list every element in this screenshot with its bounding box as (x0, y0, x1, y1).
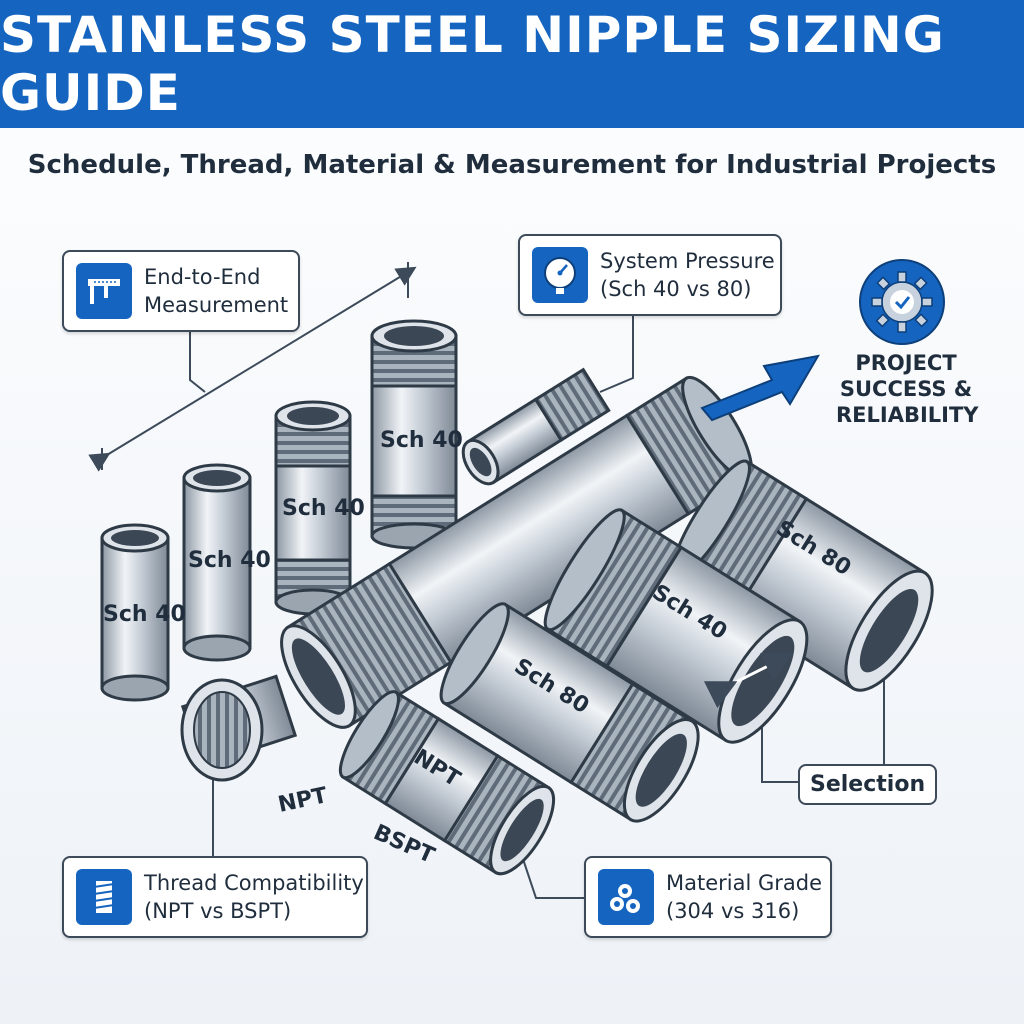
project-success-label: PROJECT SUCCESS & RELIABILITY (836, 350, 979, 428)
pipe-label: Sch 40 (282, 496, 365, 521)
pipe-sch40-second (182, 463, 252, 662)
inner-diameter-arrow (703, 653, 794, 709)
caliper-icon (76, 263, 132, 319)
callout-material-line1: Material Grade (666, 871, 823, 895)
success-arrow (700, 354, 820, 422)
page-subtitle: Schedule, Thread, Material & Measurement… (27, 150, 997, 180)
gear-check-icon (858, 258, 946, 346)
callout-material: Material Grade (304 vs 316) (584, 856, 832, 938)
project-line3: RELIABILITY (836, 403, 979, 427)
pipe-sch40-left (100, 523, 170, 702)
pipes-icon (598, 869, 654, 925)
pipe-coupling (180, 674, 298, 782)
project-line2: SUCCESS & (839, 377, 973, 401)
pipe-long-diagonal (280, 375, 753, 729)
callout-measurement: End-to-End Measurement (62, 250, 300, 332)
pipe-sch40-threaded-tall (370, 319, 458, 550)
measurement-dimension-line (88, 262, 417, 472)
pipe-label: Sch 40 (380, 428, 463, 453)
callout-pressure-line2: (Sch 40 vs 80) (600, 277, 752, 301)
callout-selection: Selection (798, 764, 938, 805)
page-title: STAINLESS STEEL NIPPLE SIZING GUIDE (0, 6, 945, 122)
pipe-sch80-lower (439, 602, 700, 823)
pressure-gauge-icon (532, 247, 588, 303)
callout-pressure: System Pressure (Sch 40 vs 80) (518, 234, 782, 316)
callout-pressure-line1: System Pressure (600, 249, 775, 273)
pipe-small-nipple (461, 367, 611, 486)
project-line1: PROJECT (855, 351, 957, 375)
callout-thread: Thread Compatibility (NPT vs BSPT) (62, 856, 368, 938)
title-banner: STAINLESS STEEL NIPPLE SIZING GUIDE (0, 0, 1024, 128)
callout-measurement-line1: End-to-End (144, 265, 261, 289)
callout-thread-line1: Thread Compatibility (144, 871, 364, 895)
pipe-label: Sch 40 (103, 602, 186, 627)
pipe-npt-nipple (338, 690, 556, 876)
callout-material-line2: (304 vs 316) (666, 899, 800, 923)
callout-measurement-line2: Measurement (144, 293, 289, 317)
pipe-label: Sch 40 (188, 548, 271, 573)
thread-icon (76, 869, 132, 925)
callout-thread-line2: (NPT vs BSPT) (144, 899, 292, 923)
